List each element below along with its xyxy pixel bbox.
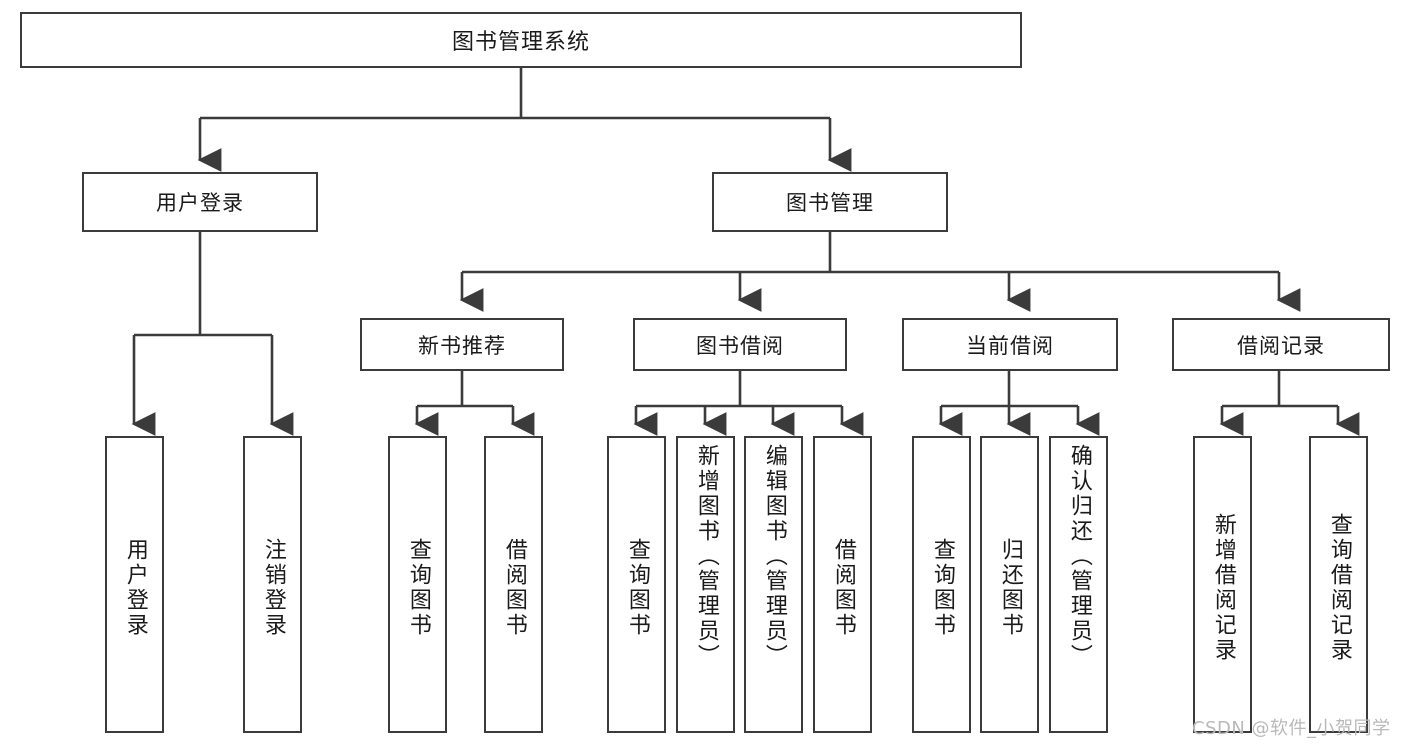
node-label: 当前借阅 — [966, 333, 1054, 358]
node-label: 用户登录 — [156, 191, 244, 215]
node-book-management[interactable]: 图书管理 — [712, 172, 948, 232]
node-label: 编辑图书（管理员） — [761, 444, 787, 669]
leaf-recommend-query-book[interactable]: 查询图书 — [388, 436, 447, 733]
node-label: 查询借阅记录 — [1326, 512, 1352, 663]
leaf-borrow-add-book-admin[interactable]: 新增图书（管理员） — [676, 436, 735, 733]
node-label: 新书推荐 — [418, 333, 506, 358]
leaf-current-query-book[interactable]: 查询图书 — [912, 436, 971, 733]
leaf-current-confirm-return-admin[interactable]: 确认归还（管理员） — [1049, 436, 1108, 733]
node-root-system[interactable]: 图书管理系统 — [20, 12, 1022, 68]
node-label: 确认归还（管理员） — [1066, 444, 1092, 669]
node-new-book-recommend[interactable]: 新书推荐 — [360, 318, 564, 371]
node-current-borrow[interactable]: 当前借阅 — [902, 318, 1118, 371]
leaf-current-return-book[interactable]: 归还图书 — [980, 436, 1039, 733]
node-label: 图书管理 — [786, 191, 874, 215]
leaf-record-query-record[interactable]: 查询借阅记录 — [1309, 436, 1368, 733]
node-label: 查询图书 — [929, 537, 955, 638]
leaf-recommend-borrow-book[interactable]: 借阅图书 — [484, 436, 543, 733]
node-label: 新增借阅记录 — [1210, 512, 1236, 663]
leaf-user-login[interactable]: 用户登录 — [105, 436, 164, 733]
node-label: 借阅图书 — [830, 537, 856, 638]
node-label: 查询图书 — [405, 537, 431, 638]
node-label: 图书管理系统 — [451, 30, 590, 55]
leaf-borrow-borrow-book[interactable]: 借阅图书 — [813, 436, 872, 733]
node-book-borrow[interactable]: 图书借阅 — [633, 318, 847, 371]
csdn-watermark: CSDN @软件_小贺同学 — [1192, 718, 1391, 739]
node-label: 归还图书 — [997, 537, 1023, 638]
node-label: 注销登录 — [260, 537, 286, 638]
node-label: 借阅记录 — [1237, 333, 1325, 358]
node-label: 用户登录 — [122, 537, 148, 638]
node-label: 新增图书（管理员） — [693, 444, 719, 669]
node-label: 借阅图书 — [501, 537, 527, 638]
leaf-borrow-query-book[interactable]: 查询图书 — [607, 436, 666, 733]
node-label: 查询图书 — [624, 537, 650, 638]
leaf-record-add-record[interactable]: 新增借阅记录 — [1193, 436, 1252, 733]
node-borrow-record[interactable]: 借阅记录 — [1172, 318, 1390, 371]
leaf-user-logout[interactable]: 注销登录 — [243, 436, 302, 733]
node-user-login[interactable]: 用户登录 — [82, 172, 318, 232]
leaf-borrow-edit-book-admin[interactable]: 编辑图书（管理员） — [744, 436, 803, 733]
node-label: 图书借阅 — [696, 333, 784, 358]
